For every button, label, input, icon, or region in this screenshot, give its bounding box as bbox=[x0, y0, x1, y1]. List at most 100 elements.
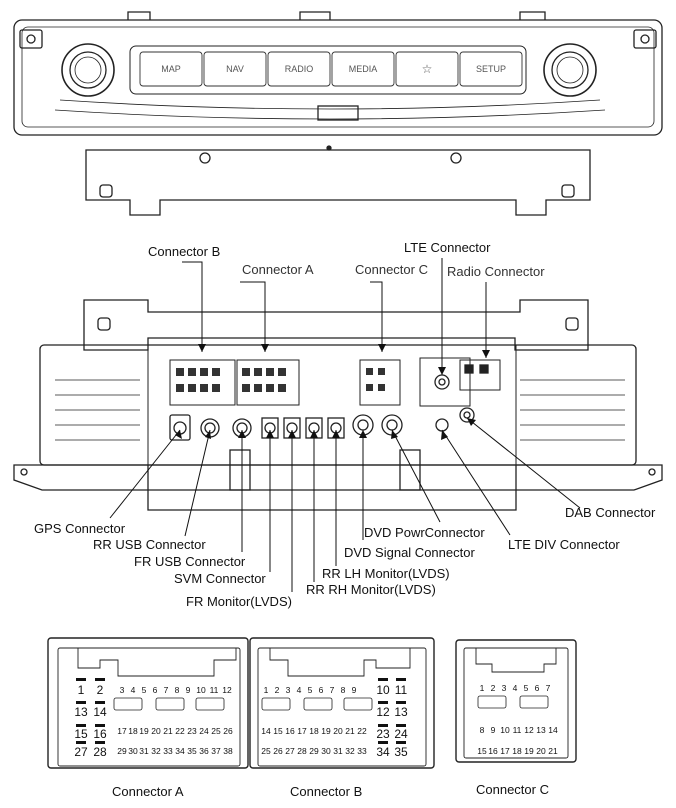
label-connector-b: Connector B bbox=[148, 244, 221, 259]
pin-label: 6 bbox=[535, 683, 540, 693]
caption-connector-a: Connector A bbox=[112, 784, 184, 799]
connector-b-big-pins: 10 11 12 13 23 24 34 35 bbox=[376, 683, 408, 759]
pin-label: 26 bbox=[273, 746, 283, 756]
map-button[interactable]: MAP bbox=[161, 64, 181, 74]
pin-label: 15 bbox=[477, 746, 487, 756]
pin-label: 19 bbox=[139, 726, 149, 736]
pin-label: 10 bbox=[196, 685, 206, 695]
pin-label: 23 bbox=[187, 726, 197, 736]
pin-label: 20 bbox=[536, 746, 546, 756]
pin-b-12: 12 bbox=[376, 705, 390, 719]
pin-label: 8 bbox=[175, 685, 180, 695]
pin-b-11: 11 bbox=[395, 683, 408, 697]
pin-label: 7 bbox=[330, 685, 335, 695]
pin-label: 27 bbox=[285, 746, 295, 756]
pin-a-13: 13 bbox=[74, 705, 88, 719]
radio-button[interactable]: RADIO bbox=[285, 64, 314, 74]
pin-label: 20 bbox=[151, 726, 161, 736]
pin-label: 32 bbox=[345, 746, 355, 756]
pin-b-34: 34 bbox=[376, 745, 390, 759]
label-gps-connector: GPS Connector bbox=[34, 521, 126, 536]
pin-label: 34 bbox=[175, 746, 185, 756]
pin-label: 8 bbox=[480, 725, 485, 735]
pin-label: 5 bbox=[308, 685, 313, 695]
pin-label: 24 bbox=[199, 726, 209, 736]
pin-label: 32 bbox=[151, 746, 161, 756]
pin-b-10: 10 bbox=[376, 683, 390, 697]
label-svm-connector: SVM Connector bbox=[174, 571, 266, 586]
connector-a-small-pins: 3 4 5 6 7 8 9 10 11 12 17 18 19 20 21 22… bbox=[117, 685, 233, 756]
pin-b-24: 24 bbox=[394, 727, 408, 741]
setup-button[interactable]: SETUP bbox=[476, 64, 506, 74]
pin-label: 16 bbox=[285, 726, 295, 736]
pin-label: 2 bbox=[491, 683, 496, 693]
pin-label: 26 bbox=[223, 726, 233, 736]
connector-a-big-pins: 1 2 13 14 15 16 27 28 bbox=[74, 683, 107, 759]
pin-label: 29 bbox=[309, 746, 319, 756]
pin-markers bbox=[76, 678, 406, 744]
pin-label: 11 bbox=[513, 725, 522, 735]
label-dab-connector: DAB Connector bbox=[565, 505, 656, 520]
pin-label: 12 bbox=[524, 725, 534, 735]
connector-b-housing bbox=[249, 637, 435, 769]
media-button[interactable]: MEDIA bbox=[349, 64, 378, 74]
pin-label: 11 bbox=[210, 685, 219, 695]
pin-label: 6 bbox=[319, 685, 324, 695]
pin-label: 18 bbox=[128, 726, 138, 736]
caption-connector-b: Connector B bbox=[290, 784, 363, 799]
pin-label: 4 bbox=[297, 685, 302, 695]
pin-label: 17 bbox=[500, 746, 510, 756]
label-rr-rh-monitor: RR RH Monitor(LVDS) bbox=[306, 582, 436, 597]
pin-label: 8 bbox=[341, 685, 346, 695]
pin-label: 19 bbox=[321, 726, 331, 736]
pin-label: 38 bbox=[223, 746, 233, 756]
label-fr-monitor: FR Monitor(LVDS) bbox=[186, 594, 292, 609]
pin-label: 17 bbox=[297, 726, 307, 736]
leader-lines bbox=[109, 258, 581, 592]
pin-label: 5 bbox=[524, 683, 529, 693]
pin-label: 3 bbox=[120, 685, 125, 695]
front-button-row bbox=[139, 51, 523, 87]
pin-label: 18 bbox=[512, 746, 522, 756]
label-rr-lh-monitor: RR LH Monitor(LVDS) bbox=[322, 566, 450, 581]
pin-label: 4 bbox=[131, 685, 136, 695]
pin-label: 9 bbox=[491, 725, 496, 735]
pin-a-15: 15 bbox=[74, 727, 88, 741]
pin-label: 7 bbox=[164, 685, 169, 695]
pin-label: 33 bbox=[163, 746, 173, 756]
favorite-button[interactable]: ☆ bbox=[422, 62, 433, 76]
pin-label: 20 bbox=[333, 726, 343, 736]
label-dvd-signal-connector: DVD Signal Connector bbox=[344, 545, 475, 560]
pin-label: 33 bbox=[357, 746, 367, 756]
pin-label: 16 bbox=[488, 746, 498, 756]
label-connector-c: Connector C bbox=[355, 262, 428, 277]
pin-label: 9 bbox=[352, 685, 357, 695]
pin-a-14: 14 bbox=[93, 705, 107, 719]
pin-a-28: 28 bbox=[93, 745, 107, 759]
label-lte-connector: LTE Connector bbox=[404, 240, 491, 255]
pin-a-2: 2 bbox=[97, 683, 104, 697]
pin-label: 4 bbox=[513, 683, 518, 693]
pin-label: 25 bbox=[211, 726, 221, 736]
pin-label: 28 bbox=[297, 746, 307, 756]
connector-b-small-pins: 1 2 3 4 5 6 7 8 9 14 15 16 17 18 19 20 2… bbox=[261, 685, 367, 756]
pin-label: 18 bbox=[309, 726, 319, 736]
pin-label: 13 bbox=[536, 725, 546, 735]
label-fr-usb-connector: FR USB Connector bbox=[134, 554, 246, 569]
pin-a-16: 16 bbox=[93, 727, 107, 741]
pin-label: 3 bbox=[286, 685, 291, 695]
connector-c-pins: 1 2 3 4 5 6 7 8 9 10 11 12 13 14 15 16 1… bbox=[477, 683, 558, 756]
pin-label: 15 bbox=[273, 726, 283, 736]
label-rr-usb-connector: RR USB Connector bbox=[93, 537, 206, 552]
connector-a-housing bbox=[47, 637, 249, 769]
pin-label: 12 bbox=[222, 685, 232, 695]
label-dvd-power-connector: DVD PowrConnector bbox=[364, 525, 485, 540]
pin-label: 31 bbox=[139, 746, 149, 756]
pin-a-27: 27 bbox=[74, 745, 88, 759]
head-unit-front bbox=[13, 11, 663, 216]
pin-label: 30 bbox=[128, 746, 138, 756]
label-radio-connector: Radio Connector bbox=[447, 264, 545, 279]
pin-label: 36 bbox=[199, 746, 209, 756]
pin-label: 21 bbox=[345, 726, 355, 736]
nav-button[interactable]: NAV bbox=[226, 64, 244, 74]
